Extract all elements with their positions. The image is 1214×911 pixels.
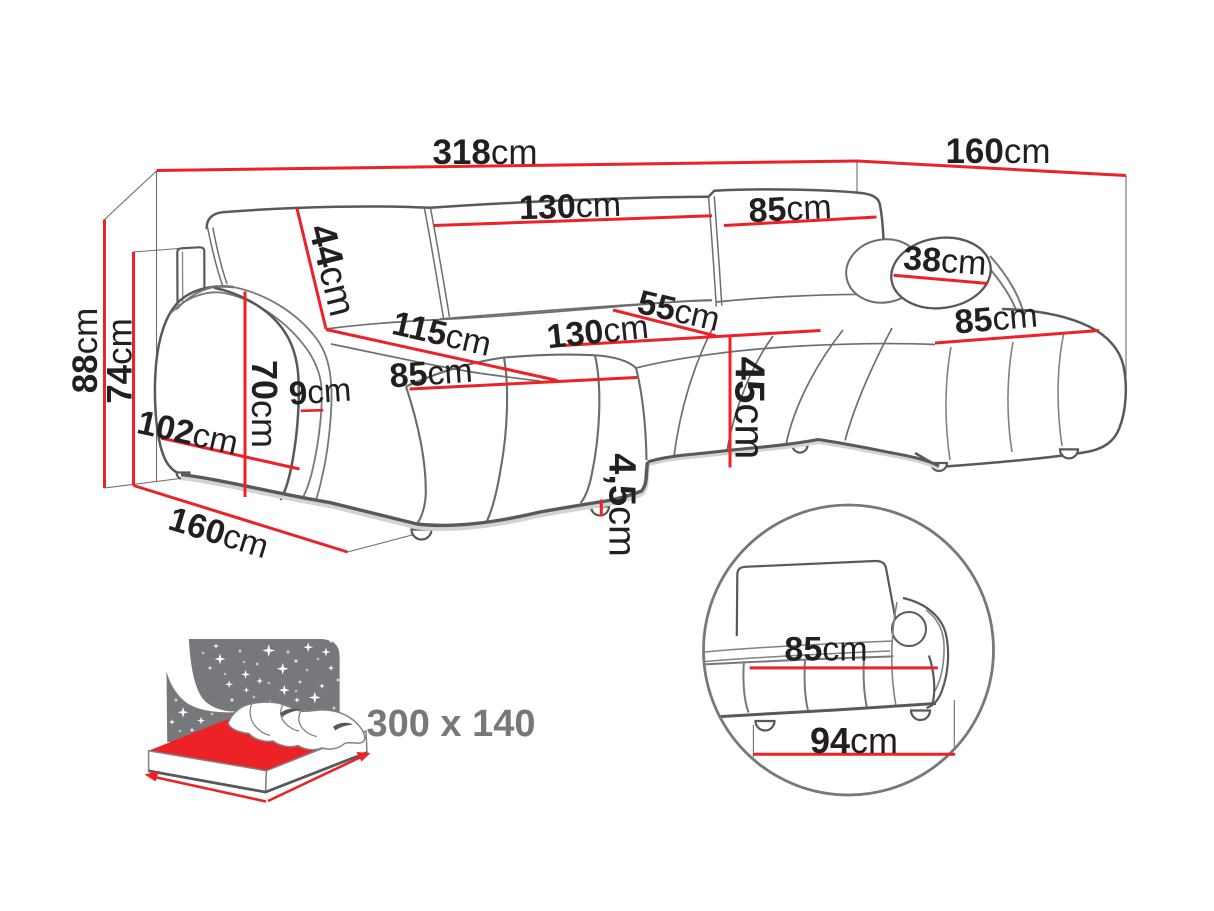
svg-text:38cm: 38cm <box>902 239 988 283</box>
svg-text:300 x 140: 300 x 140 <box>366 703 535 745</box>
svg-text:94cm: 94cm <box>810 720 898 761</box>
svg-text:85cm: 85cm <box>388 352 474 396</box>
svg-text:85cm: 85cm <box>953 297 1039 342</box>
svg-text:74cm: 74cm <box>100 318 139 404</box>
svg-text:160cm: 160cm <box>945 132 1050 171</box>
svg-text:4,5cm: 4,5cm <box>601 453 643 556</box>
svg-text:70cm: 70cm <box>244 360 285 448</box>
svg-text:130cm: 130cm <box>518 186 621 228</box>
svg-text:85cm: 85cm <box>784 631 867 669</box>
svg-text:45cm: 45cm <box>727 357 774 460</box>
svg-text:55cm: 55cm <box>634 283 724 339</box>
svg-text:88cm: 88cm <box>66 308 105 394</box>
svg-text:318cm: 318cm <box>432 133 537 172</box>
svg-text:130cm: 130cm <box>545 308 650 356</box>
svg-text:9cm: 9cm <box>288 371 353 412</box>
svg-text:85cm: 85cm <box>748 188 833 230</box>
